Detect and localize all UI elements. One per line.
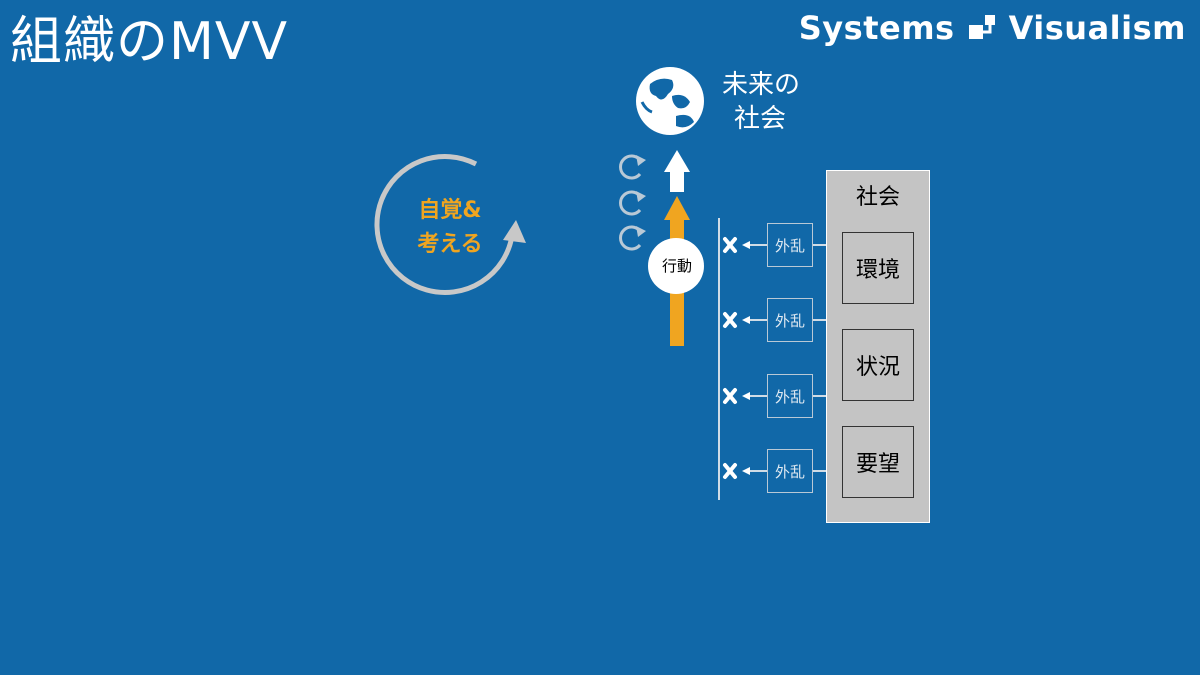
disturbance-box: 外乱: [767, 298, 813, 342]
future-society-label: 未来の 社会: [722, 68, 800, 136]
blocked-x-icon: [723, 237, 737, 253]
action-label: 行動: [661, 257, 692, 275]
disturbance-box: 外乱: [767, 223, 813, 267]
future-arrow-icon: [664, 150, 690, 192]
brand-logo: Systems Visualism: [799, 6, 1186, 50]
loop-icon: [619, 225, 642, 251]
brand-left-text: Systems: [798, 9, 955, 47]
blocked-x-icon: [723, 463, 737, 479]
society-item-environment: 環境: [842, 232, 914, 304]
future-label-line1: 未来の: [722, 70, 801, 100]
disturbance-connectors: [742, 241, 826, 475]
loop-icons: [619, 154, 642, 251]
page-title: 組織のMVV: [10, 12, 289, 72]
cycle-group: 自覚& 考える: [380, 150, 540, 300]
brand-right-text: Visualism: [1008, 9, 1186, 47]
cycle-label-line1: 自覚&: [418, 198, 482, 223]
blocked-x-icon: [723, 312, 737, 328]
loop-icon: [619, 190, 642, 216]
cycle-label-line2: 考える: [417, 232, 483, 257]
cycle-ring: [374, 154, 526, 296]
society-box: 社会 環境 状況 要望: [826, 170, 930, 523]
systems-visualism-logo-icon: [968, 15, 995, 39]
disturbance-box: 外乱: [767, 374, 813, 418]
action-circle: [648, 238, 704, 294]
globe-icon: [636, 67, 704, 135]
society-item-demand: 要望: [842, 426, 914, 498]
loop-icon: [619, 154, 642, 180]
disturbance-box: 外乱: [767, 449, 813, 493]
blocked-x-icon: [723, 388, 737, 404]
society-item-situation: 状況: [842, 329, 914, 401]
future-label-line2: 社会: [734, 104, 787, 134]
cycle-label: 自覚& 考える: [380, 194, 520, 262]
society-title: 社会: [855, 185, 900, 210]
cycle-arrowhead-icon: [503, 220, 526, 243]
